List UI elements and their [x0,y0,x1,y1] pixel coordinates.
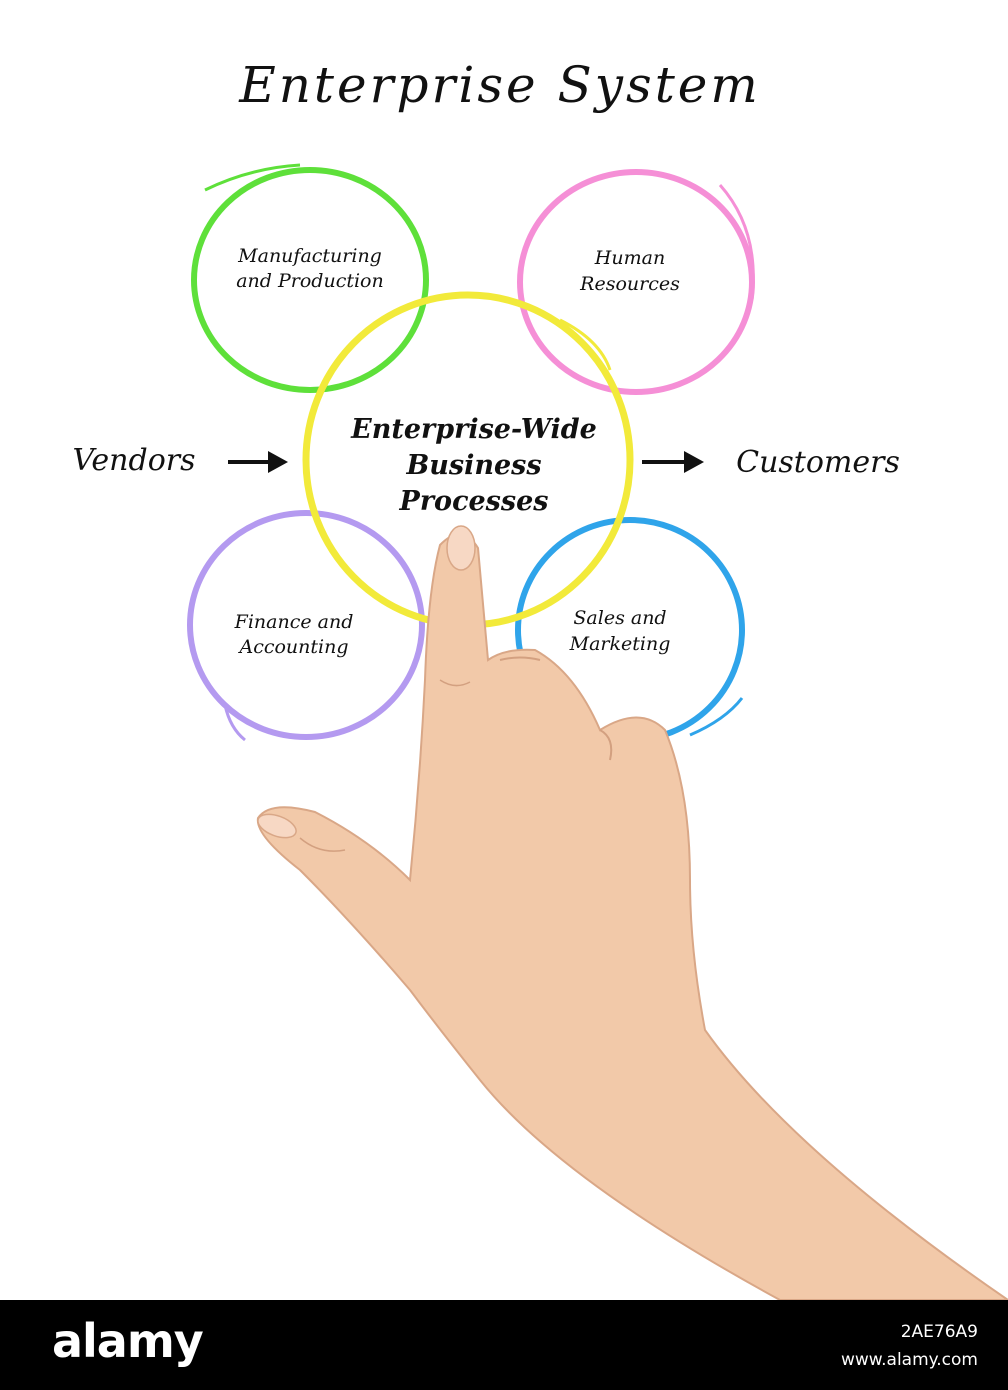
hr-label-line-2: Resources [579,273,680,295]
center-stroke-tail [559,318,612,371]
manufacturing-label-line-1: Manufacturing [237,245,382,267]
site-url: www.alamy.com [840,1350,978,1370]
customers-arrow-icon [642,451,704,473]
sales-label-line-2: Marketing [569,633,671,655]
finance-label-line-2: Accounting [237,636,348,658]
hr-circle: Human Resources [517,169,755,395]
sales-stroke-tail [689,697,744,737]
center-label-line-1: Enterprise-Wide [350,414,597,445]
finance-ring [187,510,425,740]
stock-footer-bar: alamy 2AE76A9 www.alamy.com [0,1300,1008,1390]
alamy-logo: alamy [52,1314,204,1368]
finance-circle: Finance and Accounting [187,510,425,742]
customers-label: Customers [736,445,900,480]
image-id: 2AE76A9 [900,1322,978,1342]
sales-label-line-1: Sales and [573,607,666,629]
finance-label-line-1: Finance and [234,611,354,633]
vendors-arrow-icon [228,451,288,473]
hr-stroke-tail [718,184,755,301]
diagram-canvas: Enterprise System Manufacturing and Prod… [72,56,1008,1300]
manufacturing-stroke-tail [204,163,301,192]
vendors-label: Vendors [73,443,196,478]
diagram-title: Enterprise System [238,56,761,114]
pointing-hand-image [256,525,1008,1300]
manufacturing-circle: Manufacturing and Production [191,163,429,393]
finance-stroke-tail [223,704,246,742]
hr-label-line-1: Human [594,247,665,269]
diagram-svg: Enterprise System Manufacturing and Prod… [73,56,1008,1300]
manufacturing-ring [191,167,429,393]
center-label-line-2: Business [405,450,541,481]
sales-circle: Sales and Marketing [515,517,745,743]
center-label-line-3: Processes [399,486,549,517]
manufacturing-label-line-2: and Production [236,270,384,292]
